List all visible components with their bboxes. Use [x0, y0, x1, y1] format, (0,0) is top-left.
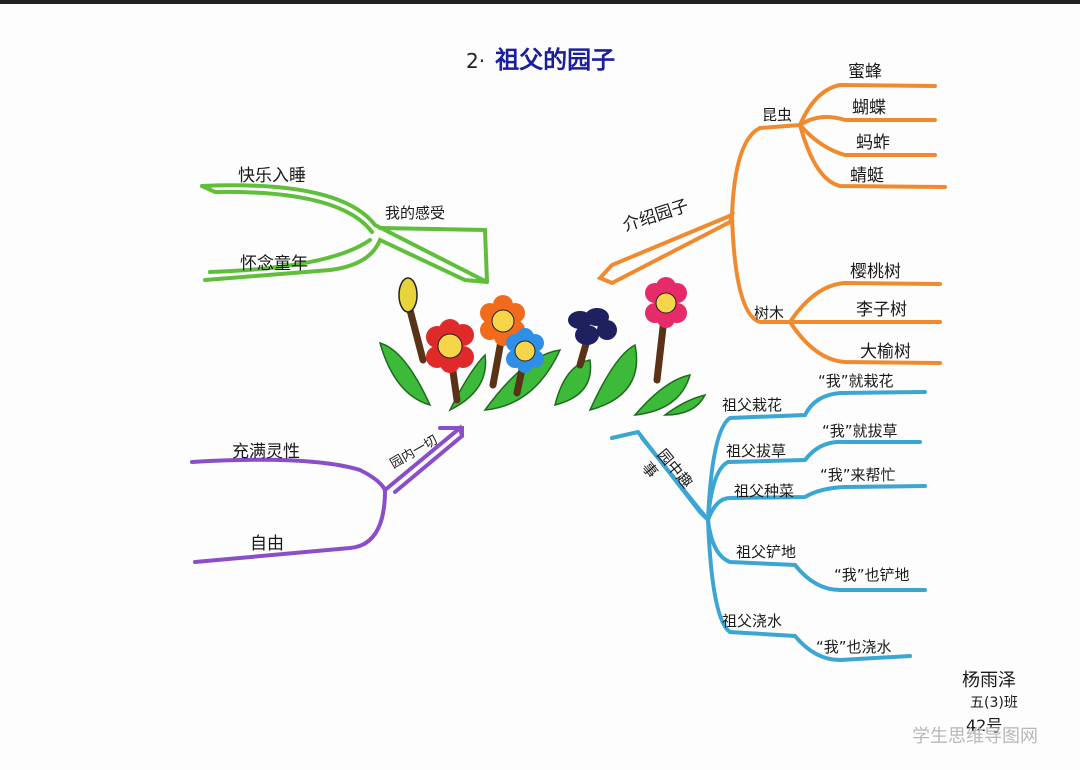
title-text: 祖父的园子 — [495, 46, 616, 74]
red-flower — [426, 319, 474, 373]
fun-branch-lines — [610, 390, 927, 663]
fun-grandpa-4: 祖父铲地 — [736, 543, 797, 561]
intro-group-trees: 树木 — [754, 304, 785, 322]
intro-group-insects: 昆虫 — [762, 106, 793, 124]
everything-child-2: 自由 — [250, 534, 284, 554]
flowers-illustration — [378, 277, 707, 416]
insect-item-2: 蝴蝶 — [852, 98, 886, 118]
fun-grandpa-5: 祖父浇水 — [722, 612, 783, 630]
signature-class: 五(3)班 — [970, 695, 1018, 711]
watermark: 学生思维导图网 — [912, 726, 1038, 747]
fun-me-1: “我”就栽花 — [818, 372, 894, 390]
insect-item-4: 蜻蜓 — [850, 166, 884, 186]
pink-flower — [645, 277, 687, 328]
feelings-child-2: 怀念童年 — [240, 254, 308, 274]
insect-item-1: 蜜蜂 — [848, 62, 882, 82]
insect-item-3: 蚂蚱 — [856, 133, 890, 153]
signature-seat: 42号 — [966, 716, 1003, 735]
navy-flower — [568, 308, 617, 345]
page-title: 2· 祖父的园子 — [466, 40, 615, 75]
paper-top-edge — [0, 0, 1080, 4]
everything-child-1: 充满灵性 — [232, 442, 300, 462]
fun-me-3: “我”来帮忙 — [820, 466, 896, 484]
feelings-child-1: 快乐入睡 — [238, 166, 306, 186]
fun-me-5: “我”也浇水 — [816, 638, 892, 656]
blue-flower — [506, 328, 544, 373]
signature-name: 杨雨泽 — [962, 670, 1016, 691]
fun-me-4: “我”也铲地 — [834, 566, 910, 584]
fun-grandpa-2: 祖父拔草 — [726, 442, 787, 460]
title-number: 2· — [466, 49, 486, 73]
feelings-branch-label: 我的感受 — [385, 204, 446, 222]
tree-item-3: 大榆树 — [860, 342, 911, 362]
fun-grandpa-1: 祖父栽花 — [722, 396, 783, 414]
tulip-bud — [398, 277, 418, 313]
fun-grandpa-3: 祖父种菜 — [734, 482, 795, 500]
tree-item-2: 李子树 — [856, 300, 907, 320]
intro-branch-lines — [596, 82, 947, 365]
everything-branch-lines — [190, 424, 465, 564]
tree-item-1: 樱桃树 — [850, 262, 901, 282]
feelings-branch-lines — [200, 183, 489, 284]
fun-me-2: “我”就拔草 — [822, 422, 898, 440]
